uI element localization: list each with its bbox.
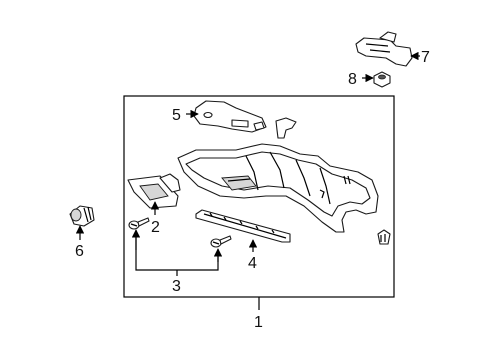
part-1-glove-box [177,143,379,233]
latch-clip [275,117,297,139]
callout-4: 4 [248,255,257,272]
part-6-socket [69,205,95,227]
callout-6: 6 [75,243,84,260]
callout-2: 2 [151,219,160,236]
callout-7: 7 [421,49,430,66]
part-2-striker-bracket [127,173,181,209]
part-4-trim-strip [195,209,291,243]
callout-8: 8 [348,71,357,88]
bumper-stop [377,229,391,245]
part-3-screw-a [128,217,150,230]
callout-3: 3 [172,278,181,295]
part-7-bracket [355,31,413,67]
callout-5: 5 [172,107,181,124]
part-3-screw-b [210,235,232,248]
leader-3 [135,232,219,271]
part-8-nut [373,71,391,88]
callout-1: 1 [254,314,263,331]
part-5-latch-rod [193,100,267,133]
